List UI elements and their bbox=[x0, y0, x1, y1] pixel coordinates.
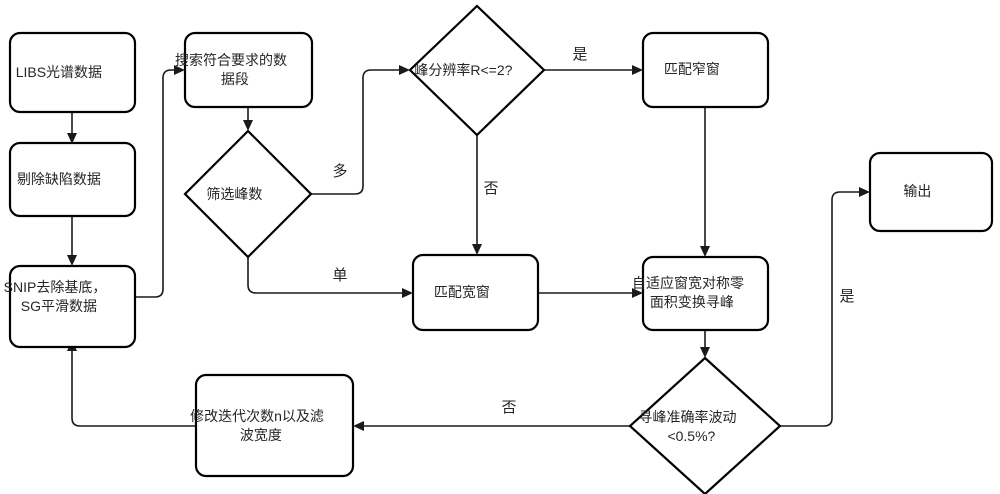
node-resolution-decision-label: 峰分辨率R<=2? bbox=[414, 62, 539, 78]
edge-peakcount-one-to-wide bbox=[247, 257, 405, 294]
node-adaptive-transform-label: 自适应窗宽对称零 面积变换寻峰 bbox=[632, 275, 779, 310]
edge-label-layer: 是 否 多 单 是 否 bbox=[332, 46, 854, 416]
node-snip-sg[interactable]: SNIP去除基底， SG平滑数据 bbox=[4, 264, 142, 349]
edge-label-resolution-no: 否 bbox=[483, 180, 498, 197]
node-remove-defects[interactable]: 剔除缺陷数据 bbox=[8, 141, 137, 218]
node-modify-params[interactable]: 修改迭代次数n以及滤 波宽度 bbox=[190, 373, 359, 478]
node-modify-params-label: 修改迭代次数n以及滤 波宽度 bbox=[190, 408, 359, 443]
edge-label-peak-many: 多 bbox=[332, 163, 347, 180]
node-adaptive-transform-shape[interactable] bbox=[641, 255, 770, 332]
node-output-shape[interactable] bbox=[868, 151, 994, 233]
node-match-wide-window[interactable]: 匹配宽窗 bbox=[411, 253, 540, 332]
arrow-narrow-to-adaptive bbox=[700, 246, 710, 257]
edge-label-accuracy-yes: 是 bbox=[839, 288, 854, 305]
node-libs-shape[interactable] bbox=[8, 31, 137, 114]
arrow-search-to-peakcount bbox=[243, 120, 253, 131]
edge-modify-to-snip bbox=[71, 348, 196, 427]
arrow-resolution-yes-to-narrow bbox=[632, 65, 643, 75]
node-match-narrow-window[interactable]: 匹配窄窗 bbox=[641, 31, 770, 109]
node-search-segment-shape[interactable] bbox=[183, 31, 314, 109]
connector-layer bbox=[67, 65, 870, 431]
node-search-segment[interactable]: 搜索符合要求的数 据段 bbox=[175, 31, 322, 109]
edge-peakcount-many-to-resolution bbox=[311, 69, 402, 195]
arrow-accuracy-no-to-modify bbox=[353, 421, 364, 431]
node-match-wide-window-label: 匹配宽窗 bbox=[434, 284, 517, 300]
arrow-peakcount-one-to-wide bbox=[402, 288, 413, 298]
node-accuracy-decision-shape[interactable] bbox=[628, 356, 782, 494]
edge-label-accuracy-no: 否 bbox=[501, 399, 516, 416]
arrow-resolution-no-to-wide bbox=[472, 244, 482, 255]
node-remove-defects-label: 剔除缺陷数据 bbox=[17, 171, 128, 187]
edge-label-peak-one: 单 bbox=[332, 267, 347, 284]
node-modify-params-shape[interactable] bbox=[194, 373, 355, 478]
node-match-narrow-window-shape[interactable] bbox=[641, 31, 770, 109]
node-output[interactable]: 输出 bbox=[868, 151, 994, 233]
arrow-remove-to-snip bbox=[67, 255, 77, 266]
arrow-adaptive-to-accuracy bbox=[700, 347, 710, 358]
edge-accuracy-yes-to-output bbox=[780, 191, 862, 427]
edge-label-resolution-yes: 是 bbox=[572, 46, 587, 63]
node-output-label: 输出 bbox=[903, 183, 958, 199]
node-peak-count-decision-label: 筛选峰数 bbox=[206, 186, 289, 202]
node-peak-count-decision[interactable]: 筛选峰数 bbox=[183, 129, 313, 259]
node-libs-label: LIBS光谱数据 bbox=[16, 64, 130, 80]
node-match-narrow-window-label: 匹配窄窗 bbox=[664, 61, 747, 77]
node-search-segment-label: 搜索符合要求的数 据段 bbox=[175, 52, 322, 87]
node-peak-count-decision-shape[interactable] bbox=[183, 129, 313, 259]
node-snip-sg-shape[interactable] bbox=[8, 264, 137, 349]
node-resolution-decision-shape[interactable] bbox=[408, 4, 546, 137]
arrow-accuracy-yes-to-output bbox=[859, 187, 870, 197]
node-resolution-decision[interactable]: 峰分辨率R<=2? bbox=[408, 4, 546, 137]
arrow-peakcount-many-to-resolution bbox=[399, 65, 410, 75]
node-remove-defects-shape[interactable] bbox=[8, 141, 137, 218]
arrow-snip-to-search bbox=[174, 65, 185, 75]
node-layer: LIBS光谱数据 剔除缺陷数据 SNIP去除基底， SG平滑数据 搜索符合要求的… bbox=[4, 4, 994, 494]
node-accuracy-decision-label: 寻峰准确率波动 <0.5%? bbox=[638, 409, 771, 444]
node-libs[interactable]: LIBS光谱数据 bbox=[8, 31, 137, 114]
arrow-wide-to-adaptive bbox=[632, 288, 643, 298]
node-accuracy-decision[interactable]: 寻峰准确率波动 <0.5%? bbox=[628, 356, 782, 494]
edge-snip-to-search bbox=[135, 69, 177, 298]
arrow-libs-to-remove bbox=[67, 133, 77, 144]
node-match-wide-window-shape[interactable] bbox=[411, 253, 540, 332]
node-snip-sg-label: SNIP去除基底， SG平滑数据 bbox=[4, 279, 142, 314]
node-adaptive-transform[interactable]: 自适应窗宽对称零 面积变换寻峰 bbox=[632, 255, 779, 332]
